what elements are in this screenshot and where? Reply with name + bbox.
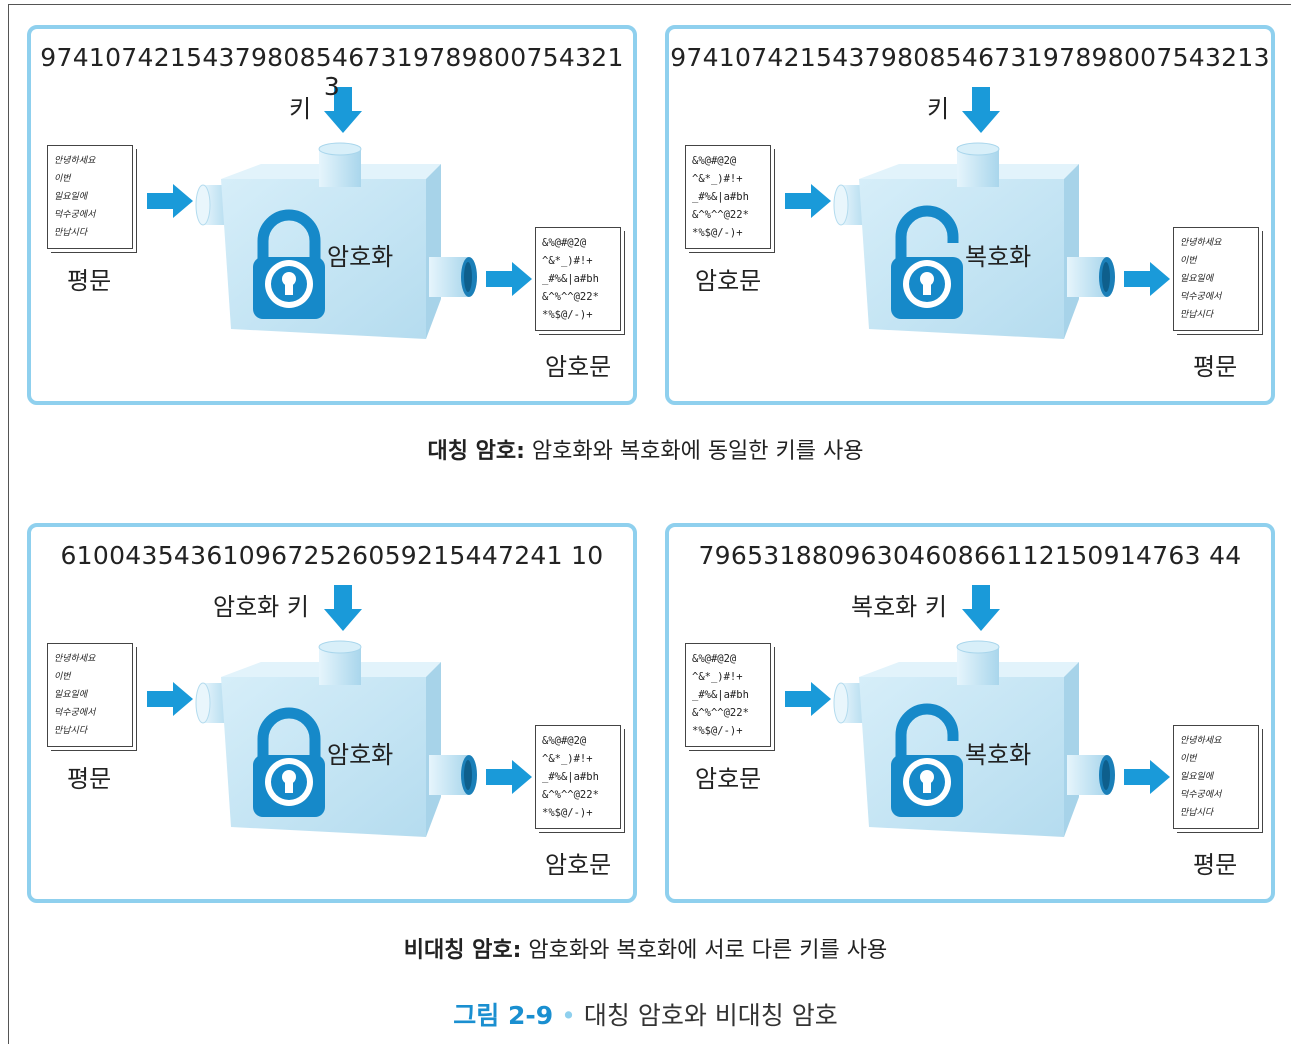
- document-line: &%@#@2@: [692, 155, 737, 167]
- document-line: 안녕하세요: [54, 654, 96, 664]
- document-line: &%@#@2@: [692, 653, 737, 665]
- document-line: 덕수궁에서: [1180, 292, 1222, 302]
- document-line: ^&*_)#!+: [542, 255, 593, 267]
- key-label: 암호화 키: [213, 593, 309, 621]
- document-line: 만납시다: [54, 726, 88, 736]
- key-number: 974107421543798085467319789800754321 3: [40, 43, 624, 101]
- document-line: _#%&|a#bh: [692, 689, 749, 701]
- input-document-label: 암호문: [695, 765, 762, 793]
- document-line: 이번: [54, 672, 71, 682]
- document-line: _#%&|a#bh: [542, 273, 599, 285]
- input-document-label: 평문: [67, 765, 112, 793]
- asymmetric-caption-text: 암호화와 복호화에 서로 다른 키를 사용: [521, 938, 888, 963]
- figure-frame: [8, 4, 1291, 1044]
- document-line: 안녕하세요: [54, 156, 96, 166]
- output-document-label: 암호문: [545, 353, 612, 381]
- cipher-machine-graphic: [147, 87, 532, 339]
- document-line: &^%^^@22*: [692, 707, 749, 719]
- key-number: 7965318809630460866112150914763 44: [698, 541, 1242, 570]
- machine-label: 암호화: [327, 243, 394, 271]
- machine-label: 복호화: [965, 741, 1032, 769]
- figure-title: 그림 2-9•대칭 암호와 비대칭 암호: [0, 996, 1291, 1032]
- document-line: 이번: [1180, 754, 1197, 764]
- document-line: *%$@/-)+: [542, 309, 593, 321]
- cipher-machine-graphic: [785, 585, 1170, 837]
- machine-label: 복호화: [965, 243, 1032, 271]
- document-line: 일요일에: [54, 690, 88, 700]
- document-line: 만납시다: [1180, 310, 1214, 320]
- document-line: ^&*_)#!+: [692, 671, 743, 683]
- figure-number: 그림 2-9: [453, 1001, 554, 1030]
- document-line: 일요일에: [1180, 274, 1214, 284]
- asymmetric-caption-bold: 비대칭 암호:: [403, 938, 522, 963]
- document-line: 덕수궁에서: [54, 210, 96, 220]
- document-line: 덕수궁에서: [1180, 790, 1222, 800]
- document-line: *%$@/-)+: [542, 807, 593, 819]
- asymmetric-caption: 비대칭 암호: 암호화와 복호화에 서로 다른 키를 사용: [0, 932, 1291, 964]
- document-line: 일요일에: [1180, 772, 1214, 782]
- input-document: &%@#@2@ ^&*_)#!+ _#%&|a#bh &^%^^@22* *%$@/-)…: [685, 643, 771, 747]
- document-line: ^&*_)#!+: [542, 753, 593, 765]
- output-document-label: 평문: [1193, 353, 1238, 381]
- key-label: 키: [289, 95, 312, 123]
- output-document-label: 평문: [1193, 851, 1238, 879]
- input-document-label: 평문: [67, 267, 112, 295]
- document-line: 만납시다: [1180, 808, 1214, 818]
- key-label: 복호화 키: [851, 593, 947, 621]
- output-document: &%@#@2@ ^&*_)#!+ _#%&|a#bh &^%^^@22* *%$@/-)…: [535, 725, 621, 829]
- document-line: &%@#@2@: [542, 237, 587, 249]
- symmetric-caption: 대칭 암호: 암호화와 복호화에 동일한 키를 사용: [0, 433, 1291, 465]
- cipher-machine-graphic: [147, 585, 532, 837]
- document-line: 이번: [1180, 256, 1197, 266]
- document-line: 안녕하세요: [1180, 238, 1222, 248]
- symmetric-caption-bold: 대칭 암호:: [427, 439, 525, 464]
- document-line: 일요일에: [54, 192, 88, 202]
- key-label: 키: [927, 95, 950, 123]
- figure-title-text: 대칭 암호와 비대칭 암호: [583, 1001, 838, 1030]
- input-document: &%@#@2@ ^&*_)#!+ _#%&|a#bh &^%^^@22* *%$@/-)…: [685, 145, 771, 249]
- document-line: 이번: [54, 174, 71, 184]
- document-line: ^&*_)#!+: [692, 173, 743, 185]
- document-line: 안녕하세요: [1180, 736, 1222, 746]
- key-number: 6100435436109672526059215447241 10: [60, 541, 604, 570]
- output-document-label: 암호문: [545, 851, 612, 879]
- machine-label: 암호화: [327, 741, 394, 769]
- document-line: *%$@/-)+: [692, 227, 743, 239]
- input-document-label: 암호문: [695, 267, 762, 295]
- document-line: &^%^^@22*: [542, 789, 599, 801]
- document-line: &%@#@2@: [542, 735, 587, 747]
- document-line: _#%&|a#bh: [692, 191, 749, 203]
- document-line: &^%^^@22*: [692, 209, 749, 221]
- symmetric-caption-text: 암호화와 복호화에 동일한 키를 사용: [524, 439, 864, 464]
- document-line: *%$@/-)+: [692, 725, 743, 737]
- document-line: 덕수궁에서: [54, 708, 96, 718]
- figure-separator: •: [561, 1001, 576, 1030]
- document-line: _#%&|a#bh: [542, 771, 599, 783]
- key-number: 9741074215437980854673197898007543213: [670, 43, 1270, 72]
- document-line: 만납시다: [54, 228, 88, 238]
- output-document: &%@#@2@ ^&*_)#!+ _#%&|a#bh &^%^^@22* *%$@/-)…: [535, 227, 621, 331]
- cipher-machine-graphic: [785, 87, 1170, 339]
- document-line: &^%^^@22*: [542, 291, 599, 303]
